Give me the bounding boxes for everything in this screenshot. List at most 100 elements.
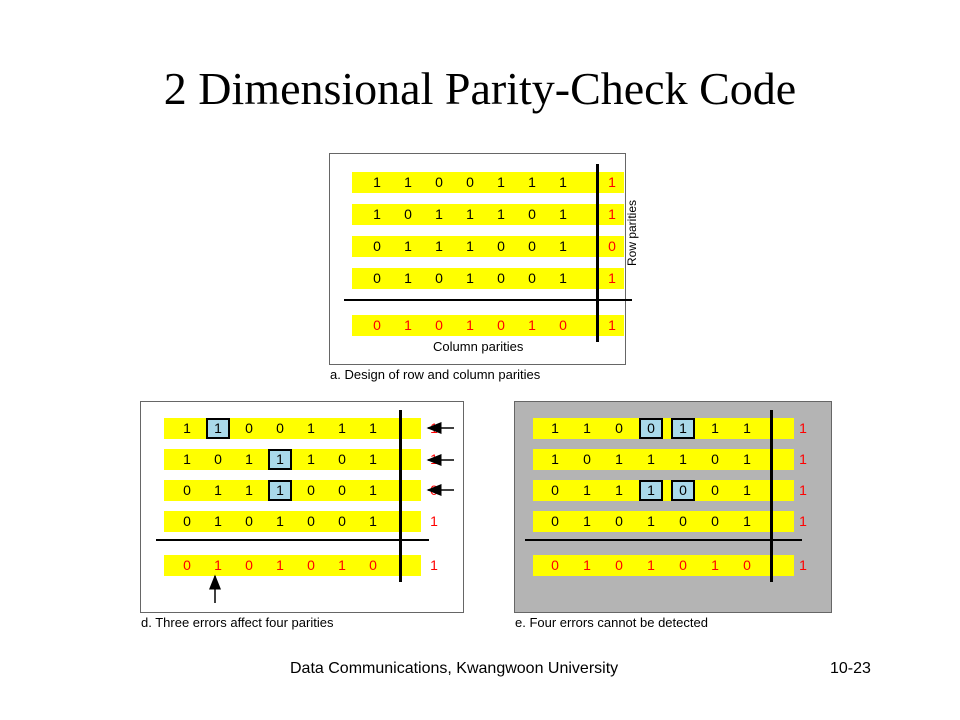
row-parity-bit: 1 xyxy=(799,513,807,529)
footer-page-number: 10-23 xyxy=(830,660,871,677)
data-bit: 0 xyxy=(711,513,719,529)
data-bit: 1 xyxy=(647,513,655,529)
data-bit: 1 xyxy=(373,206,381,222)
row-parity-bit: 1 xyxy=(430,513,438,529)
column-parity-bit: 1 xyxy=(528,317,536,333)
data-bit: 1 xyxy=(743,482,751,498)
column-parity-bit: 1 xyxy=(404,317,412,333)
row-parity-bit: 1 xyxy=(608,270,616,286)
data-bit: 1 xyxy=(404,174,412,190)
data-bit: 1 xyxy=(671,418,695,439)
data-bit: 0 xyxy=(435,174,443,190)
data-bit: 1 xyxy=(466,238,474,254)
caption-d: d. Three errors affect four parities xyxy=(141,615,334,630)
data-bit: 1 xyxy=(647,451,655,467)
data-bit: 1 xyxy=(369,451,377,467)
parity-separator-vertical xyxy=(770,410,773,582)
data-bit: 0 xyxy=(497,238,505,254)
column-parity-bit: 1 xyxy=(276,557,284,573)
data-bit: 1 xyxy=(268,480,292,501)
data-bit: 1 xyxy=(583,482,591,498)
column-parity-bit: 0 xyxy=(373,317,381,333)
parity-separator-horizontal xyxy=(156,539,429,541)
data-bit: 1 xyxy=(369,513,377,529)
data-bit: 1 xyxy=(559,238,567,254)
column-parity-bit: 0 xyxy=(307,557,315,573)
column-parity-bit: 1 xyxy=(214,557,222,573)
caption-e: e. Four errors cannot be detected xyxy=(515,615,708,630)
corner-parity-bit: 1 xyxy=(430,557,438,573)
data-bit: 0 xyxy=(711,482,719,498)
column-parities-label: Column parities xyxy=(433,339,524,354)
data-bit: 0 xyxy=(497,270,505,286)
data-bit: 1 xyxy=(711,420,719,436)
row-parity-bit: 1 xyxy=(799,482,807,498)
data-bit: 0 xyxy=(307,482,315,498)
data-bit: 1 xyxy=(268,449,292,470)
data-bit: 1 xyxy=(615,482,623,498)
data-bit: 1 xyxy=(559,206,567,222)
data-bit: 0 xyxy=(551,482,559,498)
data-bit: 0 xyxy=(214,451,222,467)
column-parity-bit: 1 xyxy=(583,557,591,573)
data-bit: 0 xyxy=(528,206,536,222)
data-bit: 1 xyxy=(559,174,567,190)
column-parity-bit: 1 xyxy=(466,317,474,333)
row-parity-bit: 1 xyxy=(608,174,616,190)
data-bit: 0 xyxy=(679,513,687,529)
data-bit: 0 xyxy=(373,270,381,286)
data-bit: 0 xyxy=(307,513,315,529)
column-parity-bit: 0 xyxy=(679,557,687,573)
data-bit: 0 xyxy=(435,270,443,286)
column-parity-bit: 1 xyxy=(711,557,719,573)
data-bit: 1 xyxy=(206,418,230,439)
data-bit: 1 xyxy=(679,451,687,467)
footer-source: Data Communications, Kwangwoon Universit… xyxy=(290,660,619,677)
data-bit: 0 xyxy=(711,451,719,467)
column-parity-bit: 0 xyxy=(183,557,191,573)
data-bit: 1 xyxy=(183,451,191,467)
data-bit: 1 xyxy=(743,420,751,436)
slide-title: 2 Dimensional Parity-Check Code xyxy=(163,63,797,114)
data-bit: 0 xyxy=(338,513,346,529)
data-bit: 1 xyxy=(369,482,377,498)
column-parity-bit: 1 xyxy=(338,557,346,573)
column-parity-bit: 0 xyxy=(743,557,751,573)
data-bit: 1 xyxy=(466,206,474,222)
data-bit: 0 xyxy=(551,513,559,529)
data-bit: 0 xyxy=(245,513,253,529)
data-bit: 0 xyxy=(671,480,695,501)
column-parity-bit: 1 xyxy=(647,557,655,573)
data-bit: 0 xyxy=(528,238,536,254)
data-bit: 0 xyxy=(338,482,346,498)
caption-a: a. Design of row and column parities xyxy=(330,367,541,382)
data-bit: 1 xyxy=(245,482,253,498)
corner-parity-bit: 1 xyxy=(608,317,616,333)
data-bit: 1 xyxy=(743,451,751,467)
column-parity-bit: 0 xyxy=(559,317,567,333)
row-parity-bit: 0 xyxy=(608,238,616,254)
data-bit: 1 xyxy=(639,480,663,501)
data-bit: 0 xyxy=(183,482,191,498)
row-parity-bit: 1 xyxy=(799,451,807,467)
data-bit: 1 xyxy=(245,451,253,467)
data-bit: 0 xyxy=(338,451,346,467)
data-bit: 1 xyxy=(583,420,591,436)
data-bit: 1 xyxy=(373,174,381,190)
data-bit: 1 xyxy=(743,513,751,529)
data-bit: 0 xyxy=(583,451,591,467)
data-bit: 1 xyxy=(404,270,412,286)
